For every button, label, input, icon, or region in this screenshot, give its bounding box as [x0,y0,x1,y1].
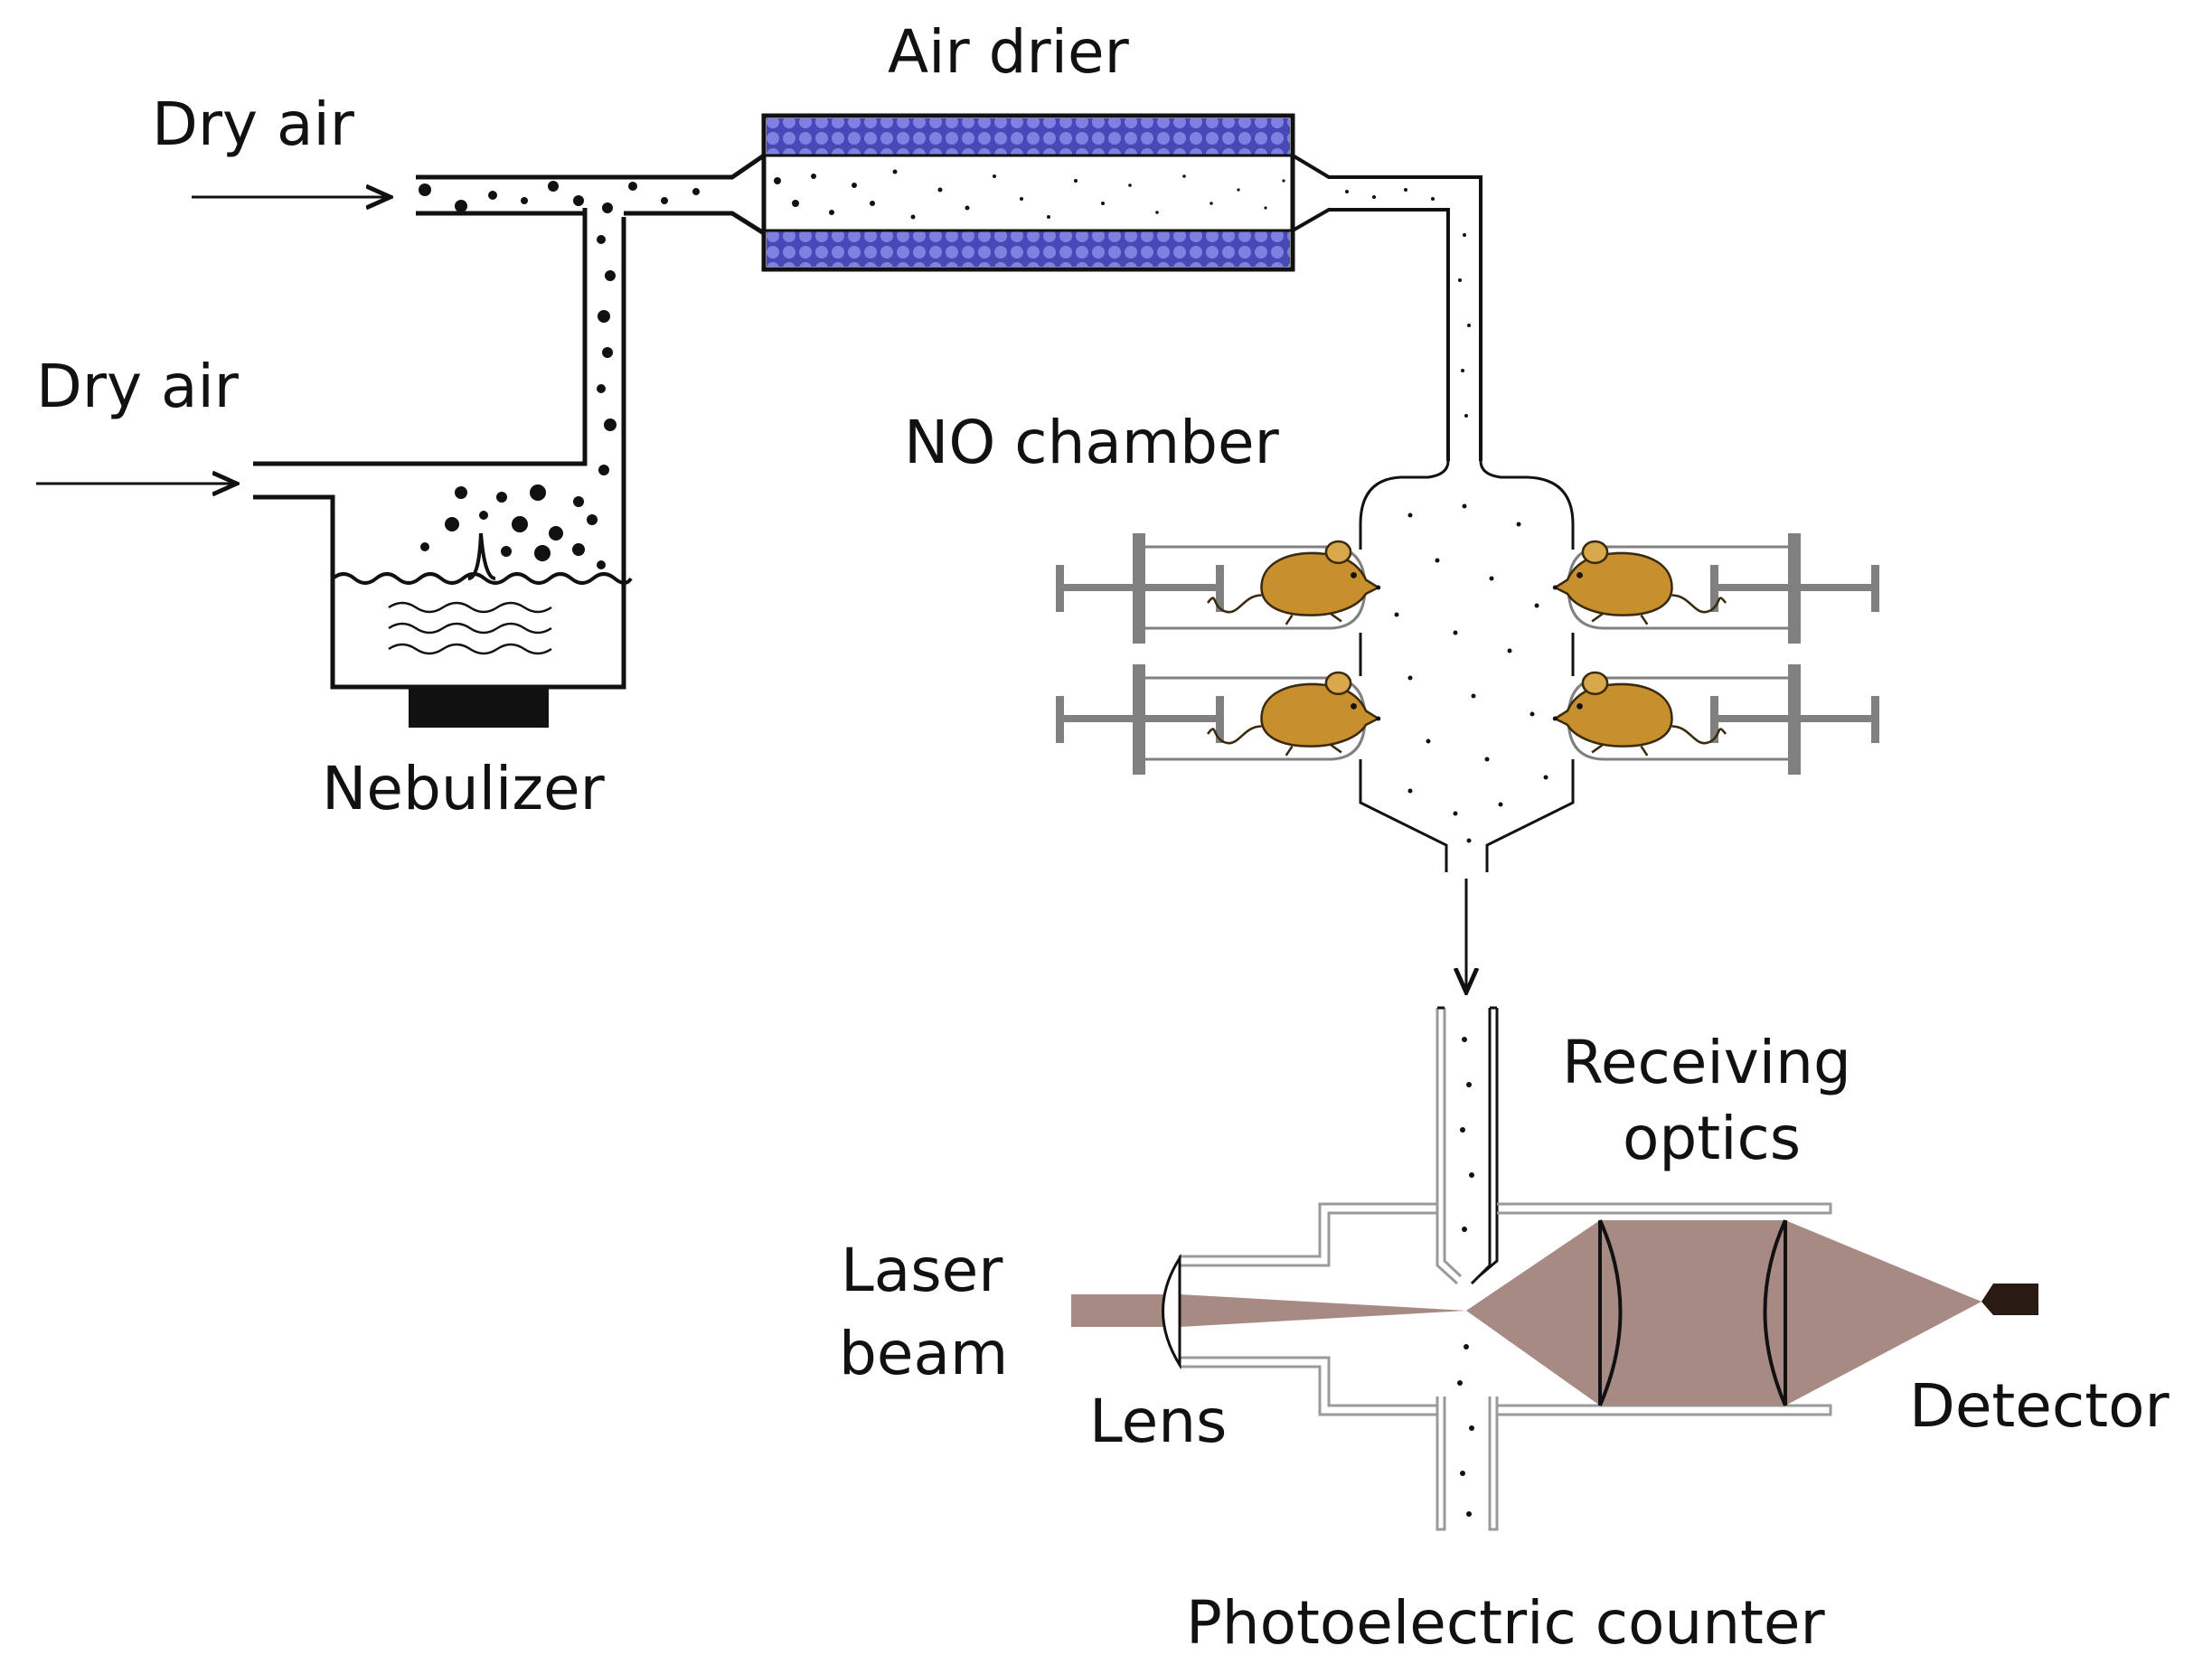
dry-air-top-label: Dry air [152,89,355,159]
air-drier [761,113,1295,272]
nebulizer-label: Nebulizer [322,754,606,823]
dry-air-bottom-label: Dry air [36,352,240,421]
air-drier-label: Air drier [888,17,1130,87]
laser-beam-label-line1: Laser [841,1236,1003,1305]
photoelectric-counter-label: Photoelectric counter [1186,1588,1826,1658]
detector-label: Detector [1909,1371,2170,1441]
receiving-optics-label-line2: optics [1623,1104,1801,1173]
detector-icon [1981,1284,2038,1315]
dry-air-top-pipe [416,153,766,236]
scattered-light-cone [1466,1220,1981,1406]
no-chamber [1359,460,1575,872]
laser-beam [1071,1294,1466,1327]
no-chamber-label: NO chamber [904,408,1280,477]
aerosol-droplets [419,181,700,569]
syringe-left-bottom [1056,664,1367,775]
photoelectric-counter [1071,1006,2038,1531]
laser-beam-label-line2: beam [839,1319,1008,1388]
lens-icon [1162,1253,1181,1370]
nebulizer [253,208,633,728]
lens-label: Lens [1089,1387,1227,1456]
receiving-optics-label-line1: Receiving [1562,1028,1851,1097]
lens-icon [1598,1219,1623,1406]
connector-pipe [1291,154,1483,461]
lens-icon [1763,1219,1787,1406]
